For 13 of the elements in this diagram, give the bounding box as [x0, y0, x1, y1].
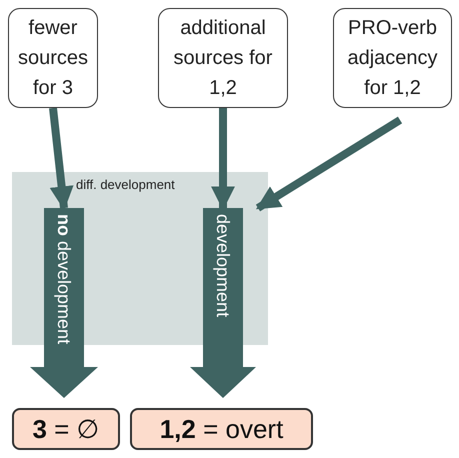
arrow [256, 116, 402, 212]
block-arrow [190, 208, 256, 398]
source-box: additional sources for 1,2 [158, 8, 288, 108]
arrow [211, 108, 235, 210]
source-box: PRO-verb adjacency for 1,2 [333, 8, 452, 108]
arrow [49, 108, 74, 210]
arrow-label: no development [54, 214, 74, 344]
band-label: diff. development [75, 177, 176, 193]
arrow-label: development [213, 214, 233, 318]
block-arrow [30, 208, 98, 398]
source-box: fewer sources for 3 [8, 8, 98, 108]
result-box: 1,2 = overt [130, 408, 313, 450]
result-box: 3 = ∅ [12, 408, 120, 450]
